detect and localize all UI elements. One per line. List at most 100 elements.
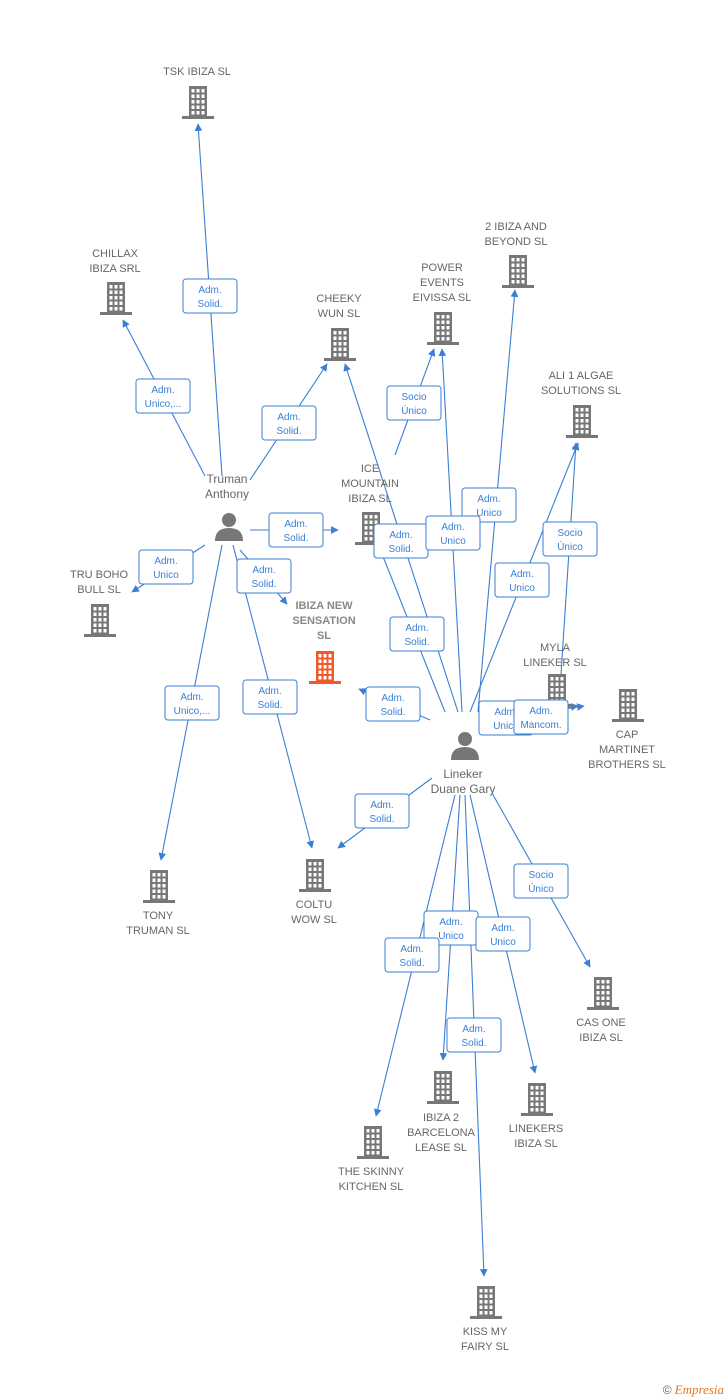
company-label-myla: MYLA: [540, 642, 571, 654]
company-label-ali: SOLUTIONS SL: [541, 385, 621, 397]
edge-label-text: Solid.: [461, 1038, 486, 1049]
company-label-coltu: WOW SL: [291, 914, 337, 926]
company-label-kiss: KISS MY: [463, 1326, 508, 1338]
edge-label-text: Adm.: [277, 412, 300, 423]
edge-label-truman-truboho[interactable]: Adm.Unico: [138, 549, 194, 585]
company-label-truboho: BULL SL: [77, 584, 121, 596]
edge-label-box: [446, 1017, 502, 1053]
edge-label-box: [542, 521, 598, 557]
edge-label-box: [475, 916, 531, 952]
company-icon-ibizanew[interactable]: [309, 651, 341, 684]
company-label-cap: CAP: [616, 729, 639, 741]
company-label-2ibiza: BEYOND SL: [485, 236, 548, 248]
edge-label-text: Solid.: [257, 700, 282, 711]
edge-label-box: [138, 549, 194, 585]
company-icon-casone[interactable]: [587, 977, 619, 1010]
company-icon-ibiza2[interactable]: [427, 1071, 459, 1104]
person-label-lineker: Lineker: [443, 767, 482, 781]
edge-label-text: Adm.: [510, 569, 533, 580]
copyright-symbol: ©: [662, 1383, 672, 1397]
edge-label-text: Adm.: [529, 706, 552, 717]
company-label-skinny: KITCHEN SL: [339, 1181, 404, 1193]
company-label-ice: ICE: [361, 463, 379, 475]
edge-label-lineker-linekers[interactable]: Adm.Unico: [475, 916, 531, 952]
edge-label-text: Solid.: [276, 426, 301, 437]
company-label-cap: BROTHERS SL: [588, 759, 666, 771]
edge-label-box: [461, 487, 517, 523]
edge-label-truman-coltu[interactable]: Adm.Solid.: [242, 679, 298, 715]
edge-label-box: [425, 515, 481, 551]
edge-label-truman-cheeky[interactable]: Adm. Solid.: [261, 405, 317, 441]
edge-label-lineker-ice[interactable]: Adm. Solid.: [389, 616, 445, 652]
company-icon-skinny[interactable]: [357, 1126, 389, 1159]
edge-label-lineker-coltu[interactable]: Adm.Solid.: [354, 793, 410, 829]
company-label-tony: TRUMAN SL: [126, 925, 190, 937]
company-label-power: EVENTS: [420, 277, 464, 289]
edge-label-text: Solid.: [404, 637, 429, 648]
company-icon-ali[interactable]: [566, 405, 598, 438]
edge-label-text: Único: [401, 404, 427, 417]
company-icon-kiss[interactable]: [470, 1286, 502, 1319]
company-icon-2ibiza[interactable]: [502, 255, 534, 288]
edge-label-truman-tsk[interactable]: Adm.Solid.: [182, 278, 238, 314]
edge-label-lineker-2ibiza[interactable]: Adm.Unico: [461, 487, 517, 523]
company-label-cap: MARTINET: [599, 744, 655, 756]
edge-label-box: [164, 685, 220, 721]
company-label-power: EIVISSA SL: [413, 292, 472, 304]
edge-label-text: Solid.: [380, 707, 405, 718]
edge-label-lineker-ibiza2[interactable]: Adm.Unico: [423, 910, 479, 946]
edge-label-text: Adm.: [441, 522, 464, 533]
company-label-kiss: FAIRY SL: [461, 1341, 509, 1353]
edge-label-text: Adm.: [494, 707, 517, 718]
company-icon-chillax[interactable]: [100, 282, 132, 315]
company-label-ibizanew: SENSATION: [292, 615, 355, 627]
company-label-ibizanew: SL: [317, 630, 331, 642]
edge-label-truman-ice[interactable]: Adm.Solid.: [268, 512, 324, 548]
person-icon-lineker[interactable]: [451, 732, 479, 760]
edge-label-text: Adm.: [381, 693, 404, 704]
edge-label-text: Unico: [490, 937, 516, 948]
company-label-skinny: THE SKINNY: [338, 1166, 405, 1178]
edge-label-lineker-kiss[interactable]: Adm. Solid.: [446, 1017, 502, 1053]
company-label-ali: ALI 1 ALGAE: [549, 370, 614, 382]
edge-label-text: Solid.: [283, 533, 308, 544]
edge-label-box: [494, 562, 550, 598]
edge-label-text: Unico: [440, 536, 466, 547]
edge-label-lineker-ali[interactable]: Adm.Unico: [494, 562, 550, 598]
person-icon-truman[interactable]: [215, 513, 243, 541]
edge-label-text: Adm.: [154, 556, 177, 567]
company-icon-linekers[interactable]: [521, 1083, 553, 1116]
company-icon-tsk[interactable]: [182, 86, 214, 119]
edge-label-truman-ibizanew[interactable]: Adm.Solid.: [236, 558, 292, 594]
edge-label-lineker-skinny[interactable]: Adm.Solid.: [384, 937, 440, 973]
company-icon-cheeky[interactable]: [324, 328, 356, 361]
company-icon-coltu[interactable]: [299, 859, 331, 892]
edge-label-lineker-cap[interactable]: Adm.Mancom.: [513, 699, 569, 735]
edge-label-text: Unico: [476, 508, 502, 519]
edge-label-text: Adm.: [462, 1024, 485, 1035]
company-label-cheeky: WUN SL: [318, 308, 361, 320]
company-icon-truboho[interactable]: [84, 604, 116, 637]
edge-label-text: Adm.: [405, 623, 428, 634]
edge-label-box: [384, 937, 440, 973]
edge-label-lineker-power[interactable]: Adm. Unico: [425, 515, 481, 551]
edge-label-truman-chillax[interactable]: Adm.Unico,...: [135, 378, 191, 414]
footer-brand: ©Empresia: [663, 1382, 724, 1398]
company-label-casone: IBIZA SL: [579, 1032, 622, 1044]
edge-label-lineker-ibizanew[interactable]: Adm. Solid.: [365, 686, 421, 722]
edge-label-box: [236, 558, 292, 594]
edge-label-box: [268, 512, 324, 548]
edge-label-truman-tony[interactable]: Adm.Unico,...: [164, 685, 220, 721]
company-icon-tony[interactable]: [143, 870, 175, 903]
company-icon-cap[interactable]: [612, 689, 644, 722]
person-label-lineker: Duane Gary: [431, 782, 496, 796]
edge-label-lineker-cheeky[interactable]: Adm.Solid.: [373, 523, 429, 559]
edge-labels-layer: Adm. Solid. Adm.Unico,... Adm. Solid. Adm. Sol…: [135, 278, 598, 1053]
company-icon-power[interactable]: [427, 312, 459, 345]
edge-label-text: Adm.: [439, 917, 462, 928]
company-label-linekers: LINEKERS: [509, 1123, 563, 1135]
